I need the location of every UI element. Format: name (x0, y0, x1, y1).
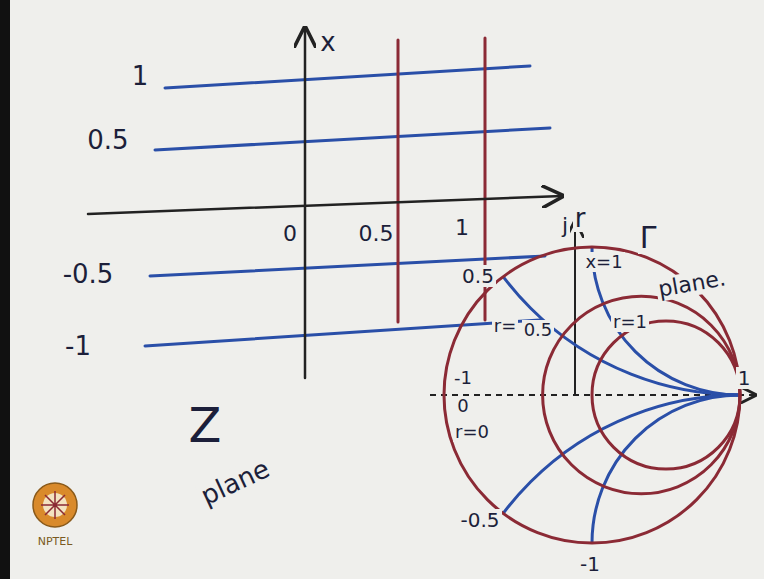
grid-value: 1 (453, 216, 471, 240)
circle-value: r=0 (453, 422, 491, 442)
resistance-circle (444, 247, 740, 543)
x-line (165, 66, 530, 88)
reactance-arc (444, 0, 764, 395)
x-line (145, 320, 540, 346)
axis-label: j (560, 214, 570, 238)
circle-value: r= (492, 316, 518, 336)
board-edge (0, 0, 10, 579)
grid-value: 0 (281, 222, 299, 246)
arc-value: x=1 (583, 252, 624, 272)
grid-value: 1 (130, 62, 151, 90)
x-axis (304, 28, 307, 378)
axis-label: r (573, 204, 588, 232)
gamma-plane-chart (430, 0, 764, 579)
axis-value: 0 (455, 396, 470, 416)
plane-name: plane. (654, 266, 729, 302)
axis-label: x (318, 28, 337, 56)
resistance-circle (543, 296, 740, 493)
grid-value: 0.5 (85, 126, 130, 154)
resistance-circle (592, 321, 740, 469)
r-line (397, 40, 400, 322)
z-plane-grid (88, 28, 562, 378)
plane-name: Z (187, 400, 224, 450)
logo-text: NPTEL (36, 535, 75, 548)
axis-value: 1 (736, 367, 753, 389)
logo-emblem (33, 483, 77, 527)
x-line (155, 128, 550, 150)
plane-name: Γ (638, 222, 659, 254)
arc-value: -1 (578, 553, 602, 575)
grid-value: -0.5 (61, 260, 116, 288)
grid-value: -1 (63, 332, 93, 360)
reactance-arc (592, 99, 764, 395)
plane-name: plane (195, 453, 276, 511)
axis-value: -1 (452, 368, 474, 388)
circle-value: 0.5 (522, 320, 555, 340)
grid-value: 0.5 (357, 222, 396, 246)
r-axis (88, 196, 562, 214)
circle-value: r=1 (611, 312, 649, 332)
arc-value: 0.5 (460, 265, 496, 287)
arc-value: -0.5 (458, 509, 501, 531)
